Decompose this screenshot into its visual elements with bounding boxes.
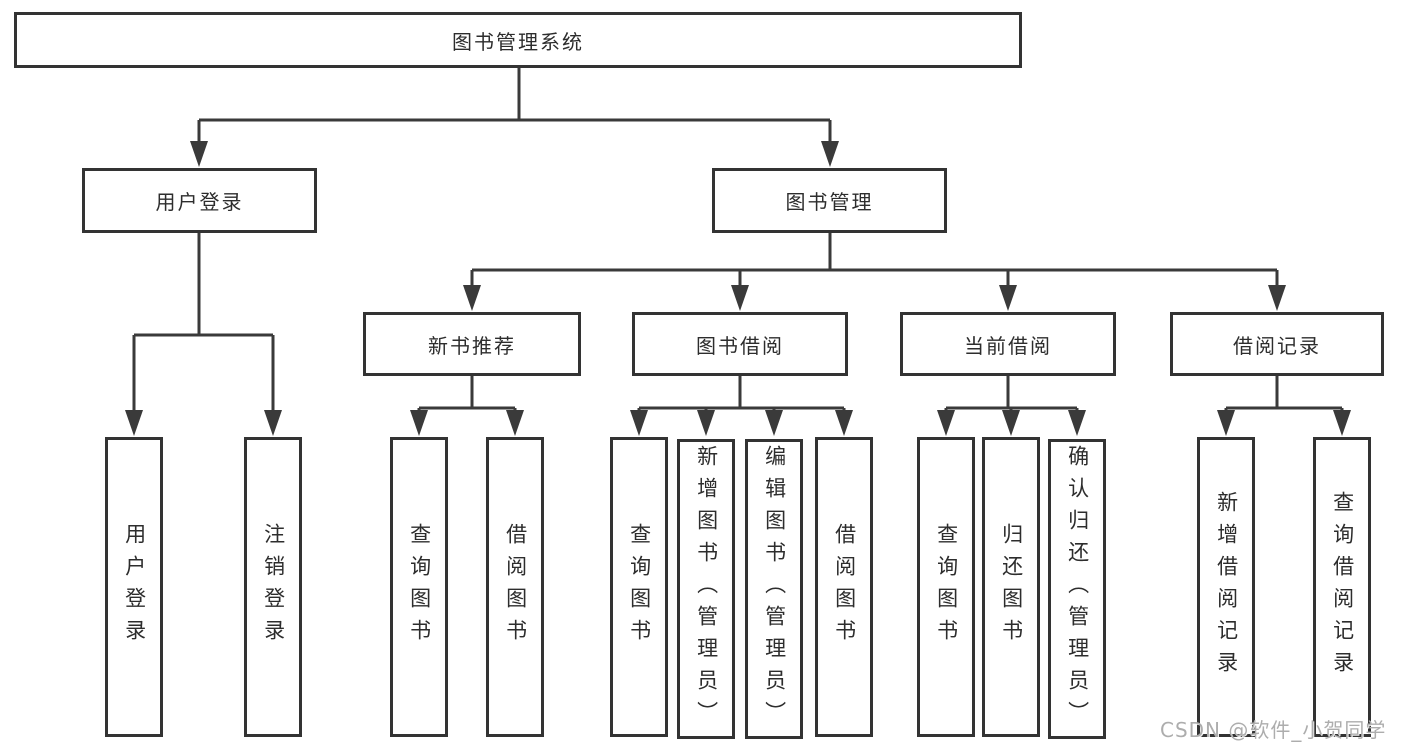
- node-book-borrow-label: 图书借阅: [696, 333, 784, 358]
- leaf-query-books-recommend: 查询图书: [390, 437, 448, 737]
- leaf-query-books-current: 查询图书: [917, 437, 975, 737]
- leaf-query-books-recommend-label: 查询图书: [407, 523, 432, 651]
- leaf-borrow-books-recommend-label: 借阅图书: [503, 523, 528, 651]
- leaf-query-borrow-record: 查询借阅记录: [1313, 437, 1371, 737]
- node-new-book-recommend-label: 新书推荐: [428, 333, 516, 358]
- node-book-management: 图书管理: [712, 168, 947, 233]
- leaf-user-login: 用户登录: [105, 437, 163, 737]
- node-current-borrow: 当前借阅: [900, 312, 1116, 376]
- leaf-edit-books-admin-label: 编辑图书（管理员）: [762, 445, 787, 733]
- node-user-login: 用户登录: [82, 168, 317, 233]
- leaf-logout-login: 注销登录: [244, 437, 302, 737]
- leaf-query-borrow-record-label: 查询借阅记录: [1330, 491, 1355, 683]
- node-book-borrow: 图书借阅: [632, 312, 848, 376]
- leaf-confirm-return-admin: 确认归还（管理员）: [1048, 439, 1106, 739]
- leaf-add-borrow-record-label: 新增借阅记录: [1214, 491, 1239, 683]
- leaf-add-books-admin-label: 新增图书（管理员）: [694, 445, 719, 733]
- arrowheads: [125, 141, 1351, 436]
- node-root-label: 图书管理系统: [452, 29, 584, 54]
- node-current-borrow-label: 当前借阅: [964, 333, 1052, 358]
- leaf-query-books-borrow: 查询图书: [610, 437, 668, 737]
- csdn-watermark: CSDN @软件_小贺同学: [1160, 718, 1387, 742]
- leaf-confirm-return-admin-label: 确认归还（管理员）: [1065, 445, 1090, 733]
- node-root: 图书管理系统: [14, 12, 1022, 68]
- leaf-edit-books-admin: 编辑图书（管理员）: [745, 439, 803, 739]
- node-book-management-label: 图书管理: [785, 190, 874, 214]
- node-new-book-recommend: 新书推荐: [363, 312, 581, 376]
- leaf-add-books-admin: 新增图书（管理员）: [677, 439, 735, 739]
- leaf-borrow-books-borrow-label: 借阅图书: [832, 523, 857, 651]
- leaf-borrow-books-recommend: 借阅图书: [486, 437, 544, 737]
- node-user-login-label: 用户登录: [155, 190, 244, 214]
- leaf-return-books: 归还图书: [982, 437, 1040, 737]
- leaf-borrow-books-borrow: 借阅图书: [815, 437, 873, 737]
- leaf-user-login-label: 用户登录: [122, 523, 147, 651]
- node-borrow-records-label: 借阅记录: [1233, 333, 1321, 358]
- leaf-logout-login-label: 注销登录: [261, 523, 286, 651]
- node-borrow-records: 借阅记录: [1170, 312, 1384, 376]
- leaf-return-books-label: 归还图书: [999, 523, 1024, 651]
- leaf-query-books-current-label: 查询图书: [934, 523, 959, 651]
- leaf-add-borrow-record: 新增借阅记录: [1197, 437, 1255, 737]
- leaf-query-books-borrow-label: 查询图书: [627, 523, 652, 651]
